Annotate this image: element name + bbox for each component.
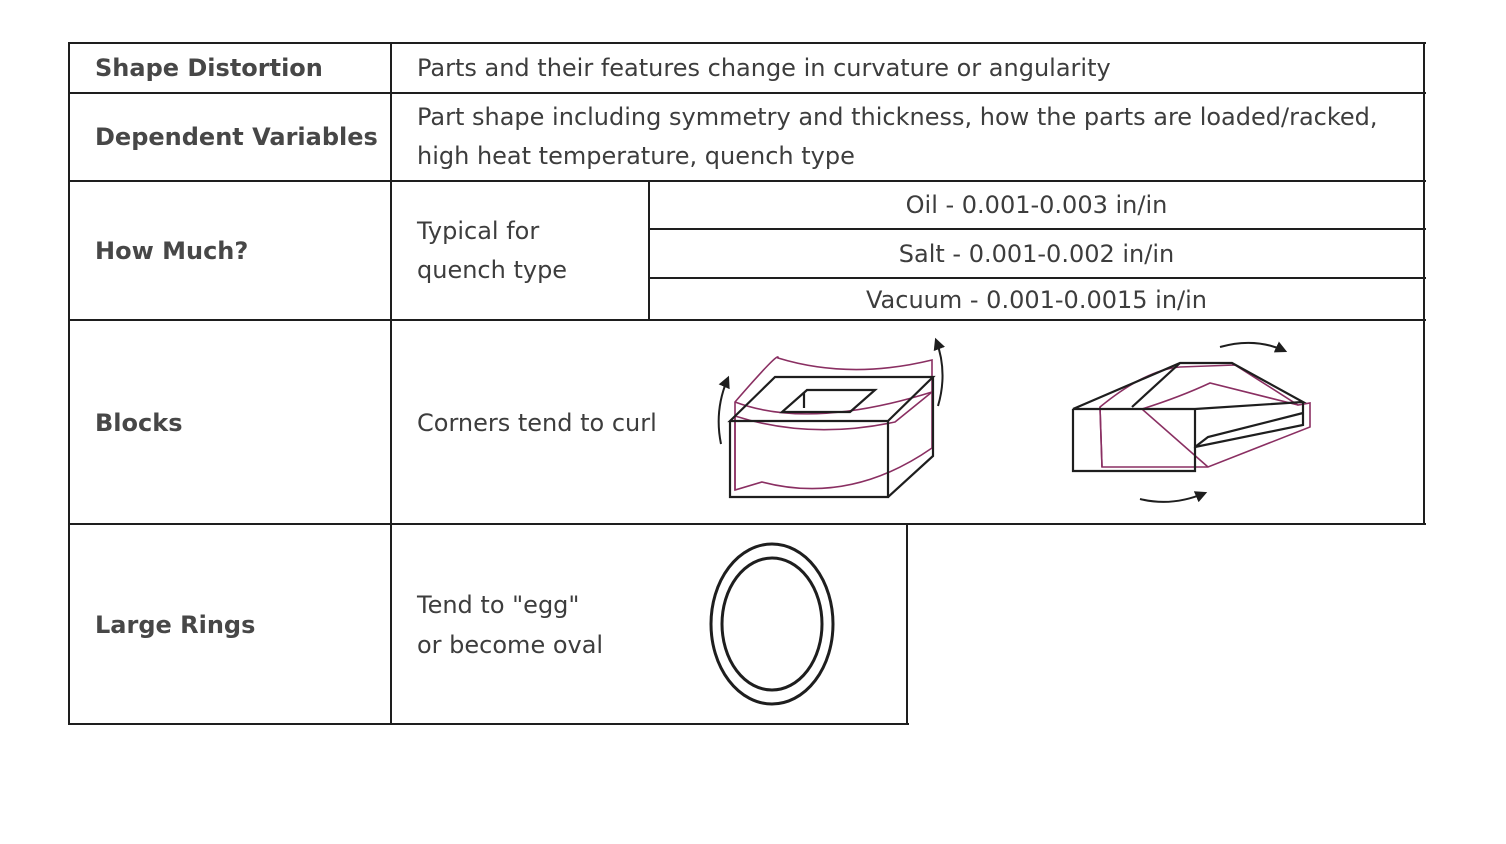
rule-right-top bbox=[1423, 42, 1425, 525]
rule-2 bbox=[68, 180, 1426, 182]
row-label-shape-distortion: Shape Distortion bbox=[95, 54, 323, 82]
rule-top bbox=[68, 42, 1426, 44]
twisted-bar-illustration bbox=[1071, 341, 1311, 503]
rule-howmuch-b bbox=[649, 277, 1426, 279]
how-much-sub-line2: quench type bbox=[417, 256, 568, 284]
how-much-value-oil: Oil - 0.001-0.003 in/in bbox=[905, 191, 1168, 219]
twist-arrow-bottom bbox=[1139, 491, 1208, 503]
row-desc-large-rings-line1: Tend to "egg" bbox=[417, 591, 580, 619]
oval-ring-illustration bbox=[709, 542, 835, 706]
how-much-value-vacuum: Vacuum - 0.001-0.0015 in/in bbox=[866, 286, 1207, 314]
how-much-sub-line1: Typical for bbox=[417, 217, 540, 245]
row-desc-dependent-variables-line1: Part shape including symmetry and thickn… bbox=[417, 103, 1378, 131]
rule-bottom bbox=[68, 723, 909, 725]
rule-left bbox=[68, 42, 70, 725]
row-desc-large-rings-line2: or become oval bbox=[417, 631, 604, 659]
how-much-value-salt: Salt - 0.001-0.002 in/in bbox=[898, 240, 1175, 268]
block-body bbox=[727, 375, 936, 499]
rule-3 bbox=[68, 319, 1426, 321]
rule-4 bbox=[68, 523, 1426, 525]
row-desc-shape-distortion: Parts and their features change in curva… bbox=[417, 54, 1111, 82]
rule-howmuch-col bbox=[648, 180, 650, 321]
bar-body bbox=[1071, 361, 1307, 473]
rule-col bbox=[390, 42, 392, 725]
rule-howmuch-a bbox=[649, 228, 1426, 230]
row-desc-dependent-variables-line2: high heat temperature, quench type bbox=[417, 142, 855, 170]
twist-arrow-top bbox=[1219, 341, 1288, 353]
row-label-how-much: How Much? bbox=[95, 237, 249, 265]
rule-1 bbox=[68, 92, 1426, 94]
rule-right-bottom bbox=[906, 523, 908, 725]
curl-arrow-right bbox=[933, 337, 945, 407]
row-desc-blocks: Corners tend to curl bbox=[417, 409, 657, 437]
row-label-large-rings: Large Rings bbox=[95, 611, 256, 639]
curled-block-illustration bbox=[717, 337, 945, 499]
row-label-blocks: Blocks bbox=[95, 409, 183, 437]
distortion-outline bbox=[1099, 364, 1311, 468]
row-label-dependent-variables: Dependent Variables bbox=[95, 123, 378, 151]
curl-arrow-left bbox=[717, 375, 730, 445]
